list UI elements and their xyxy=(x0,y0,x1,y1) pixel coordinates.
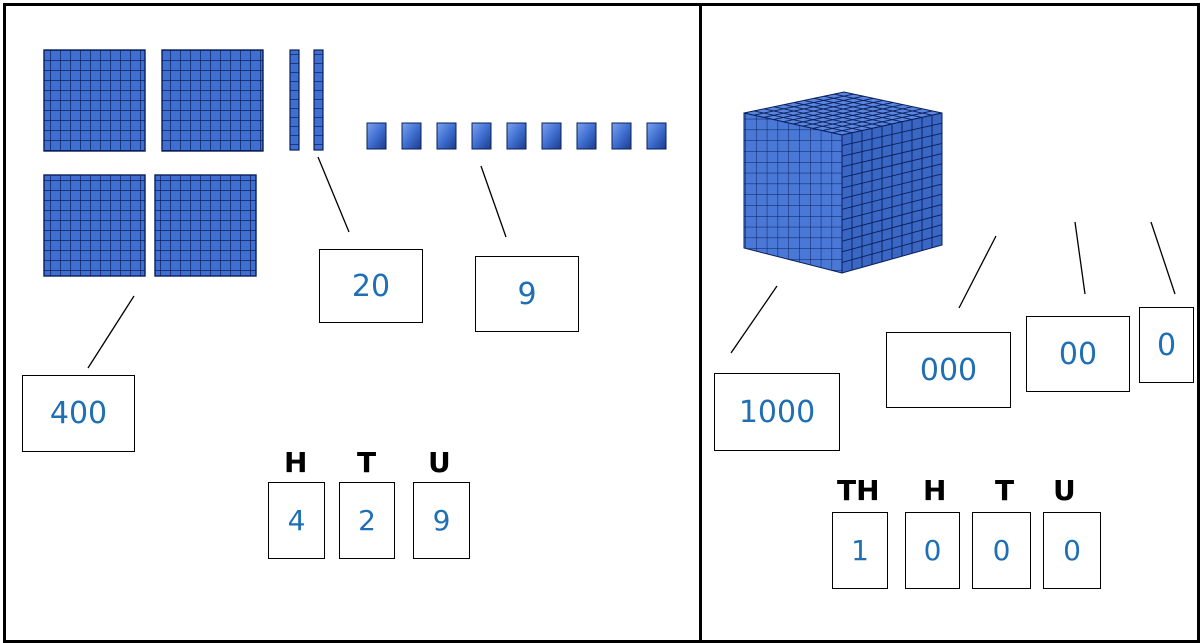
header-u: U xyxy=(428,446,451,479)
unit-cube xyxy=(401,122,422,150)
digit-units: 0 xyxy=(1043,512,1101,589)
unit-cube xyxy=(471,122,492,150)
digit-hundreds: 0 xyxy=(905,512,960,589)
header-t: T xyxy=(357,446,377,479)
header-h: H xyxy=(284,446,308,479)
digit-hundreds: 4 xyxy=(268,482,325,559)
label-00: 00 xyxy=(1026,316,1130,392)
label-400: 400 xyxy=(22,375,135,452)
unit-cubes xyxy=(366,122,667,150)
label-20: 20 xyxy=(319,249,423,323)
unit-cube xyxy=(611,122,632,150)
unit-cube xyxy=(506,122,527,150)
hundred-flat xyxy=(154,174,257,277)
digit-thousands: 1 xyxy=(832,512,888,589)
label-000: 000 xyxy=(886,332,1011,408)
label-0: 0 xyxy=(1139,307,1194,383)
unit-cube xyxy=(366,122,387,150)
digit-tens: 0 xyxy=(972,512,1031,589)
unit-cube xyxy=(576,122,597,150)
label-1000: 1000 xyxy=(714,373,840,451)
hundred-flat xyxy=(43,174,146,277)
connector-line xyxy=(480,165,507,238)
label-9: 9 xyxy=(475,256,579,332)
hundred-flats xyxy=(43,49,264,277)
header-u: U xyxy=(1053,474,1076,507)
connector-line xyxy=(1150,221,1176,295)
connector-line xyxy=(317,156,350,233)
header-t: T xyxy=(995,474,1015,507)
ten-rod xyxy=(289,49,300,151)
header-h: H xyxy=(923,474,947,507)
unit-cube xyxy=(541,122,562,150)
unit-cube xyxy=(436,122,457,150)
connector-line xyxy=(87,295,135,369)
header-th: TH xyxy=(837,474,880,507)
thousand-cube xyxy=(743,91,943,274)
unit-cube xyxy=(646,122,667,150)
ten-rod xyxy=(313,49,324,151)
ten-rods xyxy=(289,49,324,151)
hundred-flat xyxy=(161,49,264,152)
digit-tens: 2 xyxy=(339,482,395,559)
hundred-flat xyxy=(43,49,146,152)
connector-line xyxy=(958,235,997,309)
digit-units: 9 xyxy=(413,482,470,559)
connector-line xyxy=(730,285,778,354)
connector-line xyxy=(1074,221,1086,295)
